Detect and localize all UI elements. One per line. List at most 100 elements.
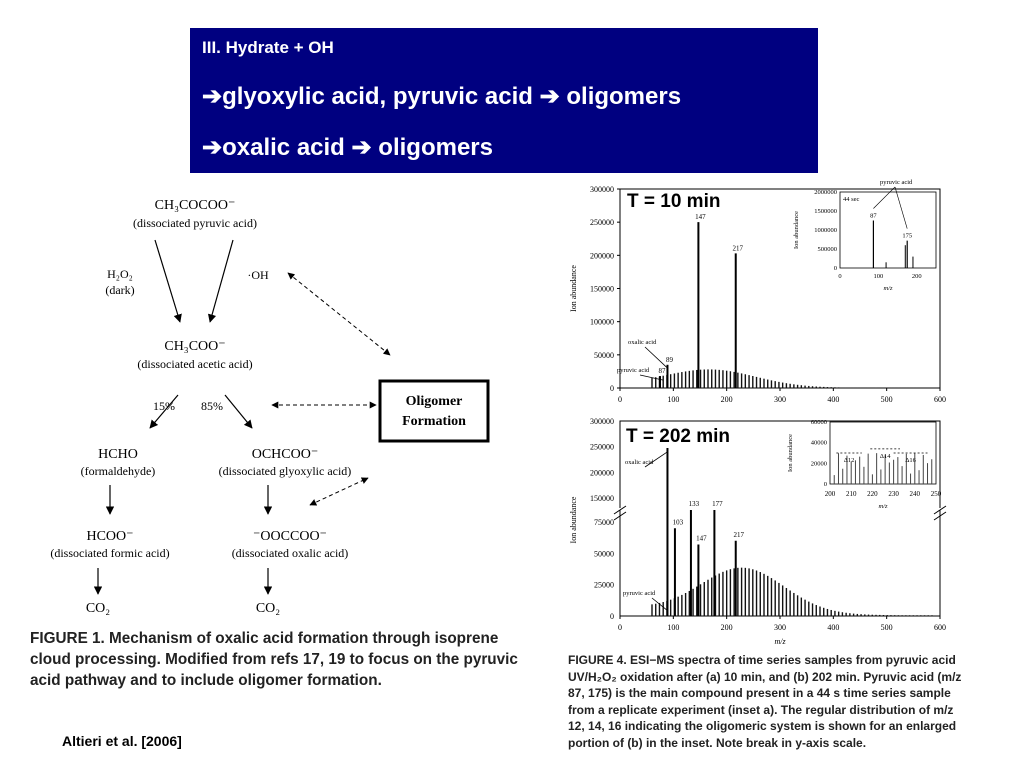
chart-a-annot-oxalic-line bbox=[644, 346, 668, 369]
chart-b-ytick-label: 250000 bbox=[590, 443, 614, 452]
inset-b-xlabel: m/z bbox=[878, 503, 888, 510]
inset-b-ylabel: Ion abundance bbox=[787, 434, 794, 472]
chart-a-annot-pyruvic: pyruvic acid bbox=[617, 367, 650, 374]
co2-right: CO₂ bbox=[256, 601, 280, 616]
inset-b-ytick-label: 60000 bbox=[811, 419, 827, 426]
chart-a-xtick-label: 200 bbox=[721, 395, 733, 404]
inset-a-xtick-label: 100 bbox=[874, 273, 884, 280]
figure4-caption: FIGURE 4. ESI−MS spectra of time series … bbox=[568, 653, 962, 750]
inset-a-xtick-label: 0 bbox=[838, 273, 841, 280]
title-banner: III. Hydrate + OH ➔glyoxylic acid, pyruv… bbox=[190, 28, 818, 173]
inset-a-label: 44 sec bbox=[843, 196, 860, 203]
chart-b-annot-pyruvic-line bbox=[651, 597, 667, 611]
arrow-h2o2 bbox=[154, 239, 182, 323]
chart-a-ytick-label: 200000 bbox=[590, 251, 614, 260]
inset-a-ylabel: Ion abundance bbox=[793, 211, 800, 249]
inset-a-ytick-label: 1000000 bbox=[814, 227, 837, 234]
inset-a-annotation: pyruvic acid bbox=[880, 179, 913, 186]
reaction-scheme: CH₃COCOO⁻ (dissociated pyruvic acid) H₂O… bbox=[50, 198, 490, 616]
formate-name: (dissociated formic acid) bbox=[50, 546, 169, 560]
chart-b-xtick-label: 600 bbox=[934, 623, 946, 632]
inset-b-ytick-label: 20000 bbox=[811, 460, 827, 467]
chart-b-break-mark bbox=[933, 511, 947, 521]
chart-b-frame-upper bbox=[619, 420, 941, 508]
inset-b-xtick-label: 200 bbox=[825, 490, 836, 498]
chart-a-xtick-label: 600 bbox=[934, 395, 946, 404]
chart-a-peak-label: 87 bbox=[659, 367, 667, 375]
overlay-time-a: T = 10 min bbox=[625, 191, 723, 213]
chart-b-break-mark bbox=[613, 505, 627, 515]
chart-a-xtick-label: 400 bbox=[827, 395, 839, 404]
banner-line-2: ➔glyoxylic acid, pyruvic acid ➔ oligomer… bbox=[202, 83, 682, 110]
chart-a-annot-oxalic: oxalic acid bbox=[628, 339, 657, 346]
branch-left-pct: 15% bbox=[153, 399, 175, 413]
chart-a-ytick-label: 150000 bbox=[590, 285, 614, 294]
chart-b-peak-label: 103 bbox=[673, 518, 684, 526]
chart-b-ytick-label: 150000 bbox=[590, 494, 614, 503]
inset-b-xtick-label: 250 bbox=[931, 490, 942, 498]
chart-b-xtick-label: 300 bbox=[774, 623, 786, 632]
inset-a-ytick-label: 500000 bbox=[818, 246, 838, 253]
inset-b-ytick-label: 0 bbox=[824, 481, 827, 488]
chart-b-xtick-label: 100 bbox=[667, 623, 679, 632]
inset-b-delta-label: Δ14 bbox=[880, 453, 891, 460]
pyruvate-name: (dissociated pyruvic acid) bbox=[133, 216, 257, 230]
chart-b-annot-oxalic: oxalic acid bbox=[625, 459, 654, 466]
chart-a-annot-pyruvic-line bbox=[639, 374, 663, 381]
arrow-to-glyoxylate bbox=[224, 394, 253, 429]
oligomer-box bbox=[378, 379, 490, 443]
chart-a-ytick-label: 0 bbox=[610, 384, 614, 393]
inset-b-xtick-label: 220 bbox=[867, 490, 878, 498]
h2o2-label: H₂O₂ bbox=[107, 267, 133, 281]
chart-b-ytick-label: 200000 bbox=[590, 468, 614, 477]
dashed-oxalate-oligomer bbox=[309, 477, 369, 506]
inset-b-xtick-label: 230 bbox=[888, 490, 899, 498]
hcho-formula: HCHO bbox=[98, 447, 138, 462]
acetate-name: (dissociated acetic acid) bbox=[137, 357, 252, 371]
arrow-oh bbox=[207, 239, 234, 323]
citation: Altieri et al. [2006] bbox=[62, 733, 182, 749]
inset-a-ytick-label: 2000000 bbox=[814, 189, 837, 196]
chart-b-peak-label: 133 bbox=[689, 500, 700, 508]
co2-left: CO₂ bbox=[86, 601, 110, 616]
chart-b-peak-label: 217 bbox=[733, 531, 744, 539]
dashed-oh-oligomer bbox=[287, 272, 391, 356]
chart-b-xtick-label: 200 bbox=[721, 623, 733, 632]
inset-a-frame bbox=[839, 191, 937, 269]
chart-a-ylabel: Ion abundance bbox=[569, 265, 578, 312]
chart-a-ytick-label: 50000 bbox=[594, 351, 614, 360]
inset-b-xtick-label: 210 bbox=[846, 490, 857, 498]
glyoxylate-formula: OCHCOO⁻ bbox=[252, 447, 319, 462]
pyruvate-formula: CH₃COCOO⁻ bbox=[155, 198, 236, 213]
inset-a-annot-line bbox=[873, 186, 896, 209]
inset-a-xlabel: m/z bbox=[883, 285, 893, 292]
chart-a-peak-label: 89 bbox=[666, 356, 674, 364]
branch-right-pct: 85% bbox=[201, 399, 223, 413]
chart-b-annot-pyruvic: pyruvic acid bbox=[623, 590, 656, 597]
oxalate-name: (dissociated oxalic acid) bbox=[232, 546, 349, 560]
inset-b-ytick-label: 40000 bbox=[811, 440, 827, 447]
dark-label: (dark) bbox=[105, 283, 134, 297]
chart-b-peak-label: 177 bbox=[712, 500, 723, 508]
chart-b-ytick-label: 300000 bbox=[590, 417, 614, 426]
oh-label: ·OH bbox=[247, 268, 269, 282]
chart-a-xtick-label: 500 bbox=[881, 395, 893, 404]
chart-b-break-mark bbox=[933, 505, 947, 515]
chart-a-xtick-label: 0 bbox=[618, 395, 622, 404]
inset-a-peak-label: 87 bbox=[870, 213, 877, 220]
chart-b-ytick-label: 25000 bbox=[594, 581, 614, 590]
inset-a-xtick-label: 200 bbox=[912, 273, 922, 280]
chart-a-peak-label: 147 bbox=[695, 213, 706, 221]
overlay-time-b: T = 202 min bbox=[624, 426, 733, 448]
chart-a-ytick-label: 300000 bbox=[590, 185, 614, 194]
hcho-name: (formaldehyde) bbox=[81, 464, 156, 478]
glyoxylate-name: (dissociated glyoxylic acid) bbox=[219, 464, 352, 478]
chart-b-ytick-label: 0 bbox=[610, 612, 614, 621]
chart-a-ytick-label: 100000 bbox=[590, 318, 614, 327]
chart-a-xtick-label: 300 bbox=[774, 395, 786, 404]
inset-a-ytick-label: 1500000 bbox=[814, 208, 837, 215]
inset-a-annot-line bbox=[894, 186, 908, 229]
acetate-formula: CH₃COO⁻ bbox=[164, 339, 225, 354]
oxalate-formula: ⁻OOCCOO⁻ bbox=[253, 529, 327, 544]
